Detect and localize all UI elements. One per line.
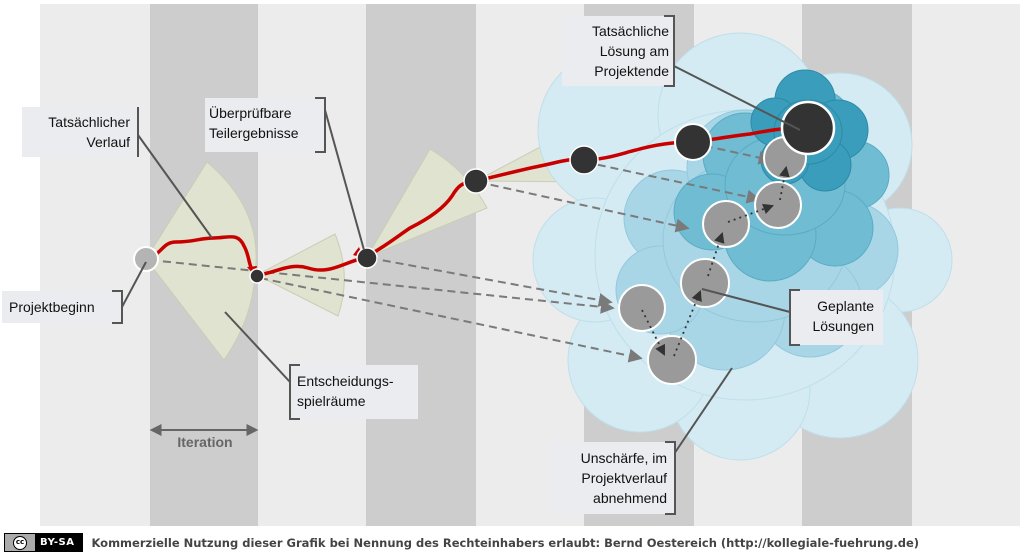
planned-solution: [680, 258, 730, 308]
milestones: [133, 100, 836, 284]
label-decision-space-line-1: Entscheidungs-: [297, 373, 394, 389]
label-actual-path-line-1: Tatsächlicher: [48, 114, 130, 130]
planned-solution: [618, 284, 666, 332]
label-project-start: Projektbeginn: [2, 290, 123, 324]
iteration-label: Iteration: [177, 434, 232, 450]
label-actual-solution-line-2: Lösung am: [600, 43, 669, 59]
label-planned-solutions: Geplante Lösungen: [789, 289, 883, 346]
planned-solution: [754, 181, 802, 229]
milestone-node: [463, 168, 489, 194]
label-actual-solution-line-1: Tatsächliche: [592, 23, 669, 39]
milestone-node: [356, 247, 378, 269]
leader-lines: [121, 65, 801, 461]
iteration-indicator: Iteration: [149, 424, 259, 450]
label-actual-path: Tatsächlicher Verlauf: [22, 107, 139, 157]
cone-2: [255, 233, 345, 317]
label-uncertainty-line-2: Projektverlauf: [581, 470, 667, 486]
milestone-node: [249, 268, 265, 284]
copyright-note: Kommerzielle Nutzung dieser Grafik bei N…: [91, 535, 920, 550]
label-verifiable-line-2: Teilergebnisse: [209, 125, 299, 141]
actual-path: [144, 126, 802, 277]
label-uncertainty: Unschärfe, im Projektverlauf abnehmend: [550, 441, 676, 515]
label-verifiable-line-1: Überprüfbare: [209, 104, 292, 121]
label-decision-space-line-2: spielräume: [297, 393, 366, 409]
milestone-node: [569, 145, 599, 175]
label-actual-solution: Tatsächliche Lösung am Projektende: [562, 15, 675, 87]
final-solution-node: [780, 100, 836, 156]
uncertainty-diagram: Tatsächlicher Verlauf Überprüfbare Teile…: [2, 4, 1020, 526]
cone-3: [365, 148, 488, 259]
label-decision-space: Entscheidungs- spielräume: [289, 364, 418, 420]
label-planned-line-2: Lösungen: [812, 318, 874, 334]
start-node: [133, 246, 159, 272]
label-verifiable-results: Überprüfbare Teilergebnisse: [205, 97, 326, 153]
license-label: BY-SA: [40, 537, 75, 548]
milestone-node: [674, 123, 712, 161]
refinement-arrows: [641, 165, 790, 357]
planned-solution: [702, 200, 750, 248]
footer: cc BY-SA Kommerzielle Nutzung dieser Gra…: [0, 530, 1024, 555]
label-uncertainty-line-3: abnehmend: [593, 490, 667, 506]
label-actual-solution-line-3: Projektende: [594, 63, 669, 79]
label-uncertainty-line-1: Unschärfe, im: [581, 450, 667, 466]
cc-icon: cc: [13, 535, 27, 550]
label-project-start-text: Projektbeginn: [9, 299, 95, 315]
uncertainty-cloud: [532, 32, 953, 461]
label-actual-path-line-2: Verlauf: [86, 134, 130, 150]
license-badge[interactable]: cc BY-SA: [4, 533, 84, 552]
planned-solution: [647, 335, 697, 385]
label-planned-line-1: Geplante: [817, 298, 874, 314]
